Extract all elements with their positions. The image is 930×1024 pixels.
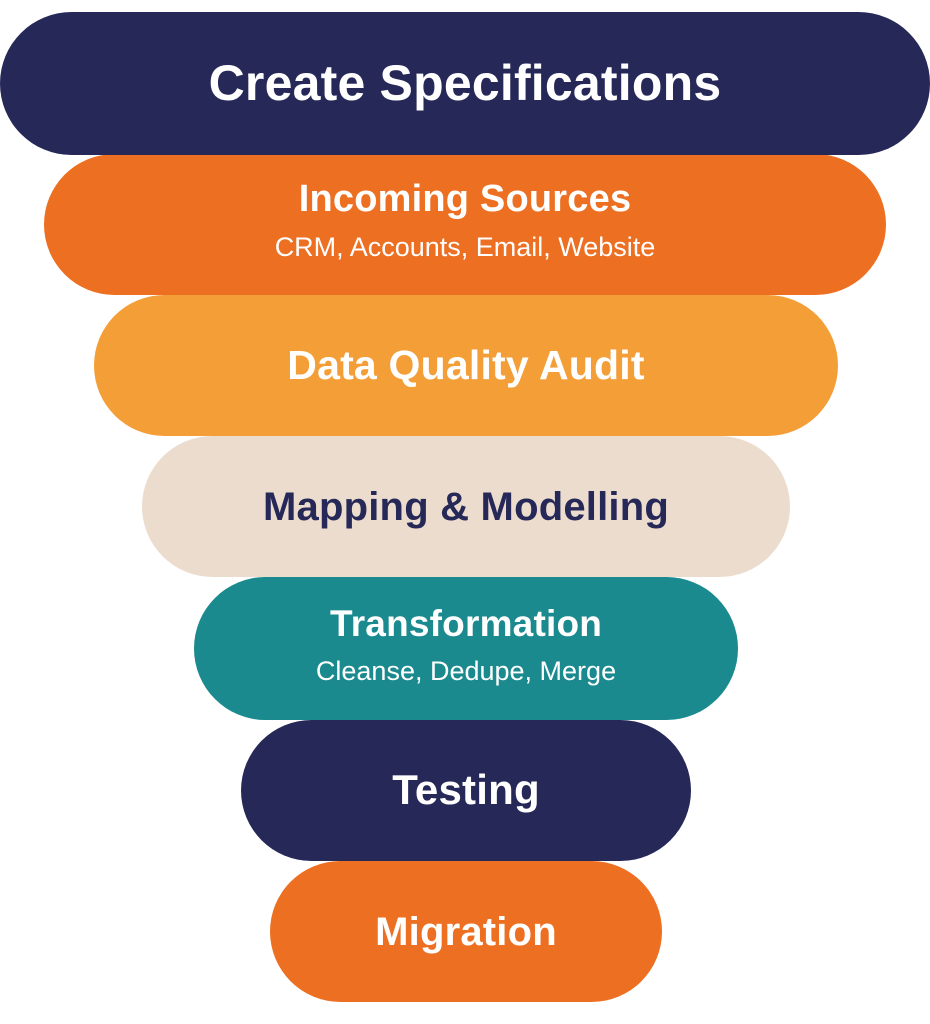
stage-subtitle: Cleanse, Dedupe, Merge <box>315 655 617 686</box>
stage-transformation: Transformation Cleanse, Dedupe, Merge <box>194 577 738 720</box>
stage-testing: Testing <box>241 720 691 861</box>
stage-title: Incoming Sources <box>298 178 632 221</box>
stage-title: Create Specifications <box>208 55 722 111</box>
stage-incoming-sources: Incoming Sources CRM, Accounts, Email, W… <box>44 154 886 295</box>
stage-data-quality-audit: Data Quality Audit <box>94 295 838 436</box>
stage-subtitle: CRM, Accounts, Email, Website <box>274 232 656 263</box>
stage-title: Testing <box>392 766 540 814</box>
stage-create-specifications: Create Specifications <box>0 12 930 155</box>
stage-migration: Migration <box>270 861 662 1002</box>
stage-title: Transformation <box>329 602 603 644</box>
stage-title: Data Quality Audit <box>287 341 645 388</box>
stage-title: Migration <box>375 909 557 954</box>
stage-title: Mapping & Modelling <box>263 484 669 529</box>
stage-mapping-modelling: Mapping & Modelling <box>142 436 790 577</box>
